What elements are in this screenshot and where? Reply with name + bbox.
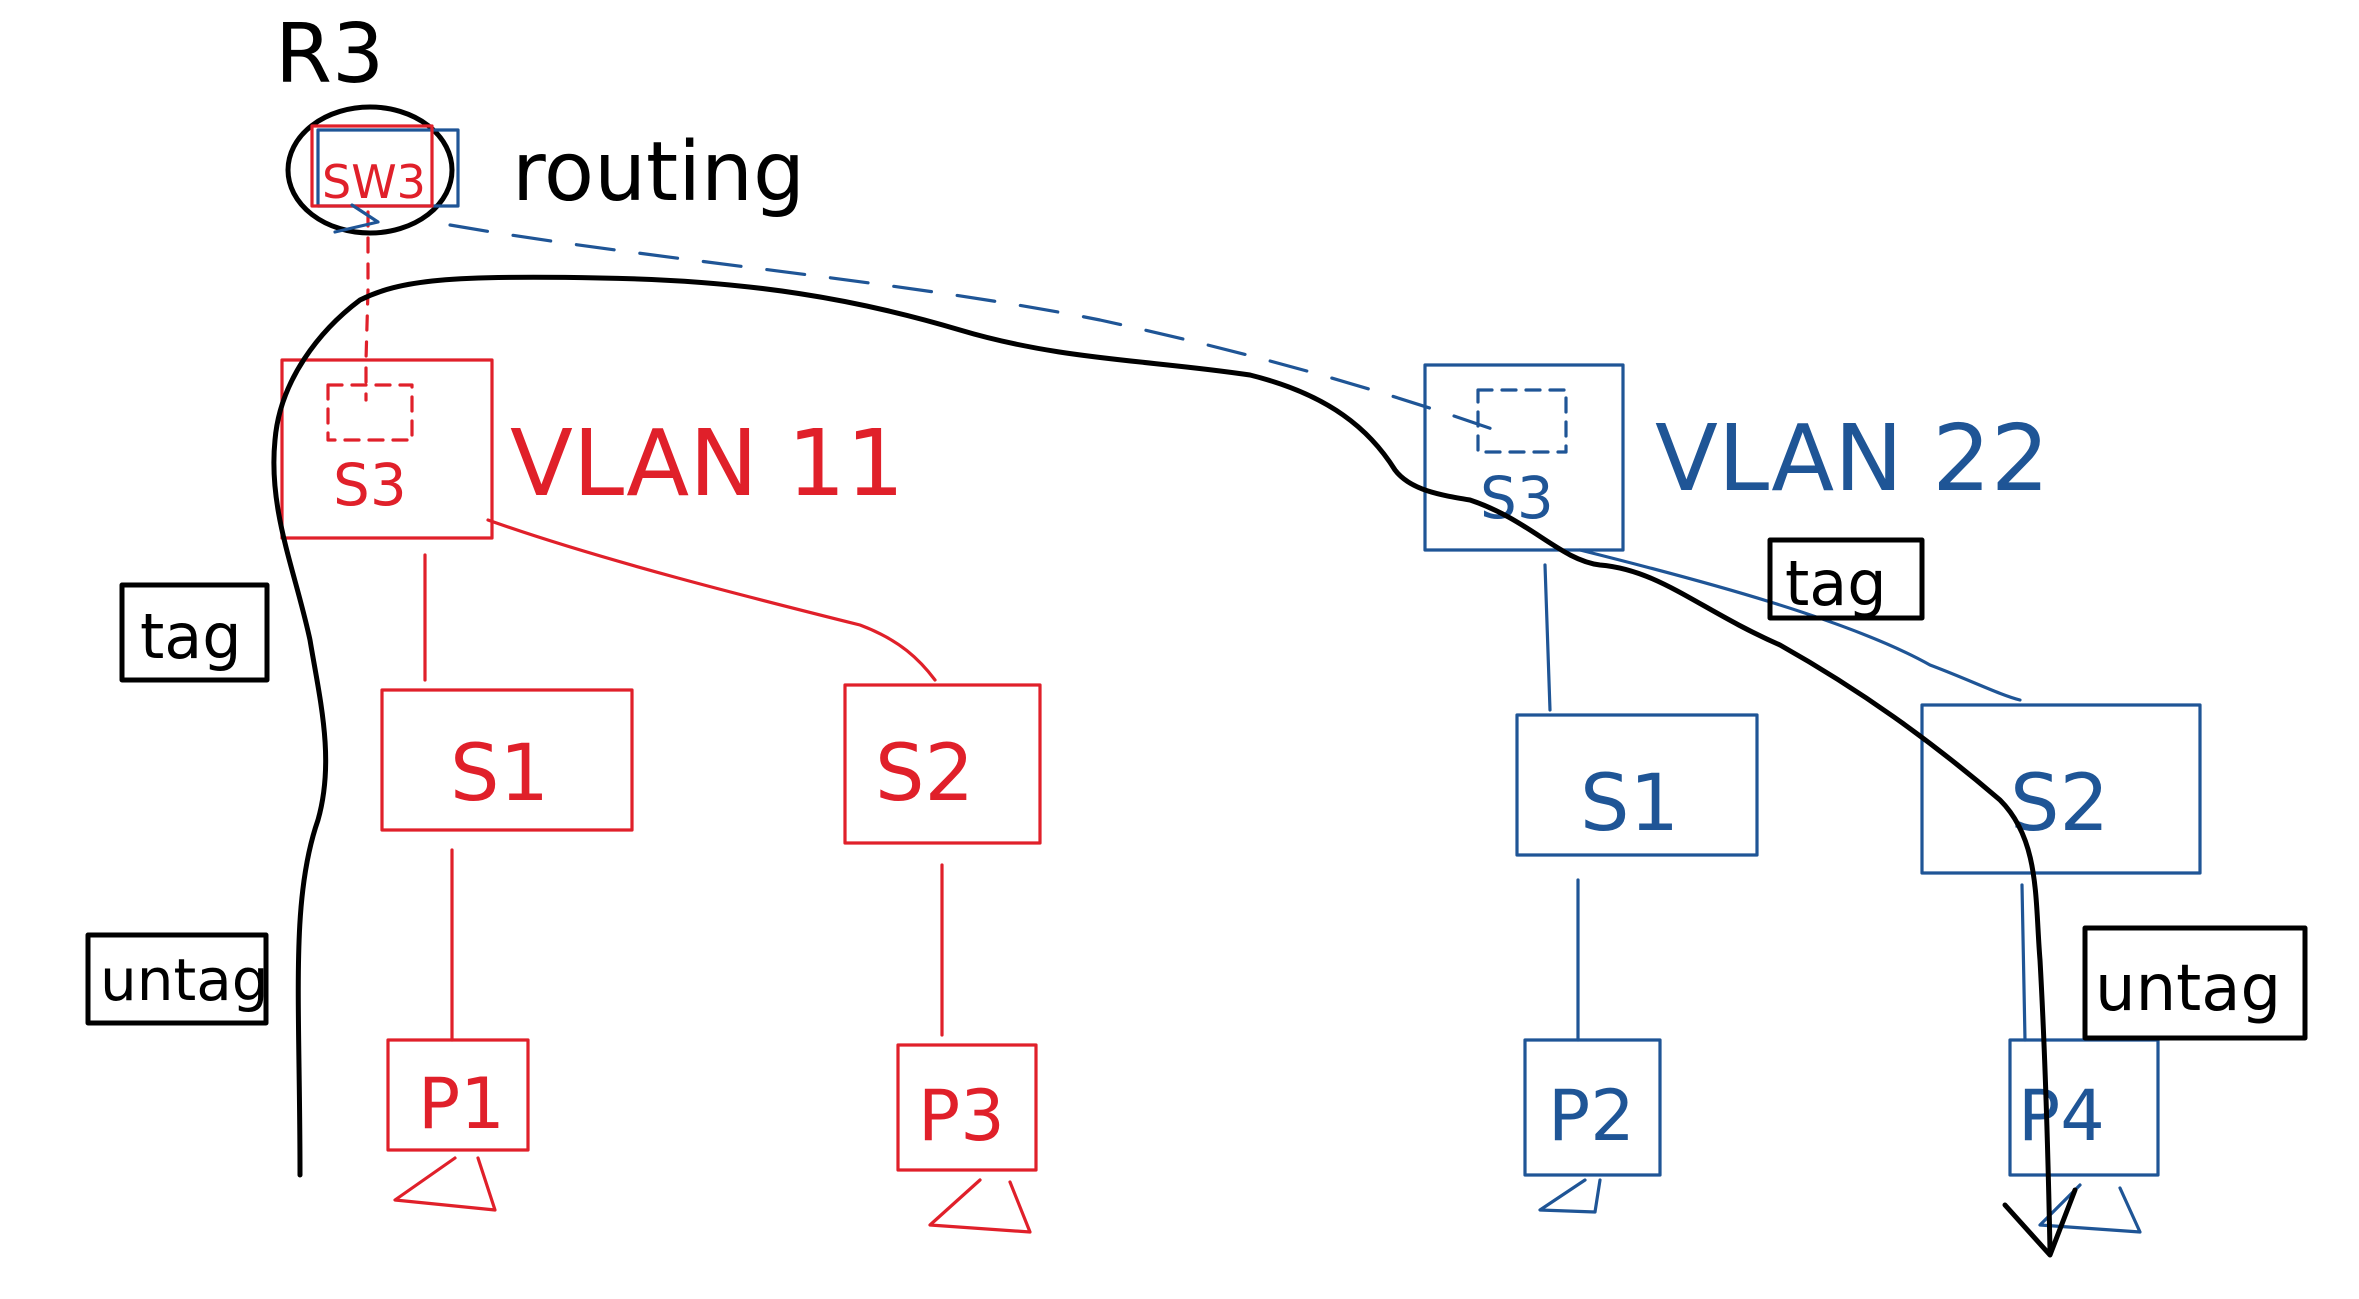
vlan11-name: VLAN 11	[510, 410, 904, 517]
router-r3: R3 SW3 routing	[275, 7, 805, 236]
vlan11-p3-label: P3	[918, 1075, 1005, 1157]
vlan22-p2-label: P2	[1548, 1075, 1635, 1157]
vlan11-link-s3-s2	[486, 518, 937, 682]
vlan22-s1-label: S1	[1580, 759, 1679, 849]
left-tag-box	[119, 582, 270, 683]
vlan11-s2-label: S2	[875, 729, 974, 819]
vlan11-s3-box	[280, 358, 494, 540]
vlan22-s3-box	[1423, 363, 1625, 552]
packet-path-arrowhead	[2002, 1187, 2078, 1258]
router-red-box	[310, 124, 434, 208]
vlan11-p3-box	[896, 1043, 1038, 1172]
red-trunk-link	[364, 210, 370, 402]
vlan22-s3-inner-dashed	[1476, 388, 1568, 454]
right-tag-box	[1767, 537, 1925, 621]
vlan11-p1-base	[393, 1156, 497, 1212]
routing-note: routing	[512, 125, 805, 220]
right-untag-label-group: untag	[2082, 925, 2308, 1041]
vlan22-link-s3-s2	[1578, 548, 2022, 702]
vlan11-s1-box	[380, 688, 634, 832]
router-circle	[285, 104, 455, 236]
vlan11-p3-base	[928, 1178, 1032, 1234]
right-tag-label: tag	[1785, 547, 1887, 620]
vlan11-s1-label: S1	[450, 729, 549, 819]
blue-trunk-link	[448, 223, 1497, 432]
router-label: R3	[275, 7, 384, 102]
vlan22-link-s2-p4	[2020, 883, 2027, 1042]
left-untag-label-group: untag	[85, 932, 269, 1026]
vlan11-p1-box	[386, 1038, 530, 1152]
left-tag-label: tag	[140, 600, 242, 673]
left-untag-box	[85, 932, 269, 1026]
left-tag-label-group: tag	[119, 582, 270, 683]
vlan22-link-s3-s1	[1543, 563, 1552, 712]
vlan22-name: VLAN 22	[1655, 405, 2049, 512]
vlan-11-group: S3 VLAN 11 S1 S2 P1 P3	[280, 358, 1042, 1234]
vlan22-s2-label: S2	[2010, 759, 2109, 849]
right-tag-label-group: tag	[1767, 537, 1925, 621]
vlan11-s3-inner-dashed	[326, 383, 414, 442]
blue-core-arrow	[333, 203, 380, 234]
vlan11-p1-label: P1	[418, 1063, 505, 1145]
vlan22-p2-box	[1523, 1038, 1662, 1177]
left-untag-label: untag	[100, 946, 269, 1014]
router-inner-label: SW3	[322, 155, 426, 209]
vlan22-p4-label: P4	[2018, 1075, 2105, 1157]
packet-path	[271, 274, 2053, 1253]
vlan11-core-label: S3	[333, 451, 407, 519]
vlan11-s2-box	[843, 683, 1042, 845]
right-untag-label: untag	[2095, 952, 2281, 1026]
vlan22-p4-base	[2038, 1183, 2142, 1234]
vlan-22-group: S3 VLAN 22 S1 S2 P2 P4	[1423, 363, 2202, 1234]
right-untag-box	[2082, 925, 2308, 1041]
vlan22-s1-box	[1515, 713, 1759, 857]
vlan22-s2-box	[1920, 703, 2202, 875]
vlan22-p2-base	[1538, 1178, 1602, 1214]
